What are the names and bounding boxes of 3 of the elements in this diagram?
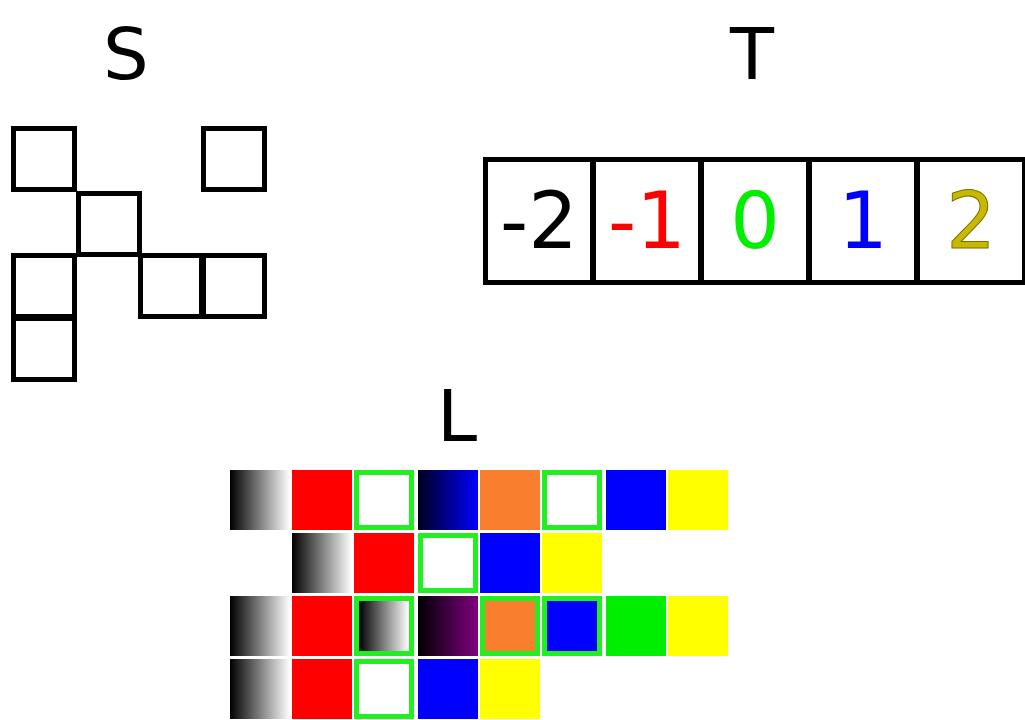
heading-letter: S	[103, 18, 149, 90]
heading-letter: L	[437, 380, 478, 452]
heading-letter: T	[730, 18, 774, 90]
